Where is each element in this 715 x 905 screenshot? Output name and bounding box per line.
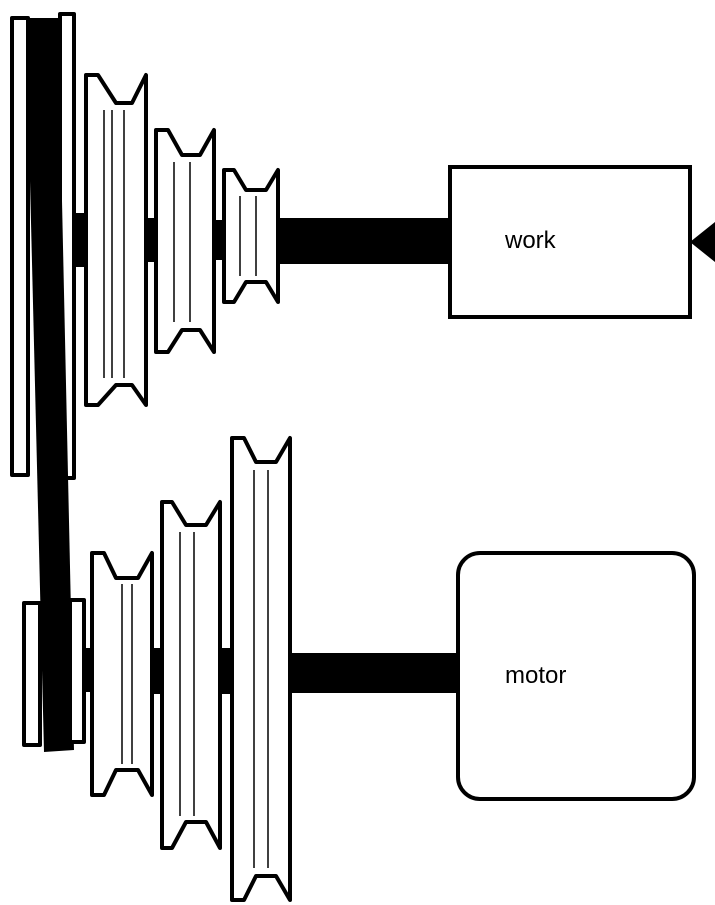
work-pointer — [690, 222, 715, 262]
motor-pulley-step-1 — [22, 601, 42, 747]
motor-pulley-step-1-flange — [68, 598, 86, 744]
work-shaft — [280, 218, 452, 264]
work-box — [448, 165, 692, 319]
motor-box — [456, 551, 696, 801]
drive-belt — [26, 18, 74, 752]
work-pulley-step-1 — [10, 16, 30, 477]
work-pulley-step-3 — [154, 128, 216, 354]
motor-cone-pulley — [22, 436, 292, 902]
work-pulley-step-4 — [222, 168, 280, 304]
motor-shaft — [292, 653, 462, 693]
motor-label: motor — [505, 662, 566, 689]
motor-pulley-step-4 — [230, 436, 292, 902]
motor-pulley-step-3 — [160, 500, 222, 850]
work-pulley-step-2 — [84, 73, 148, 407]
work-label: work — [504, 227, 557, 254]
